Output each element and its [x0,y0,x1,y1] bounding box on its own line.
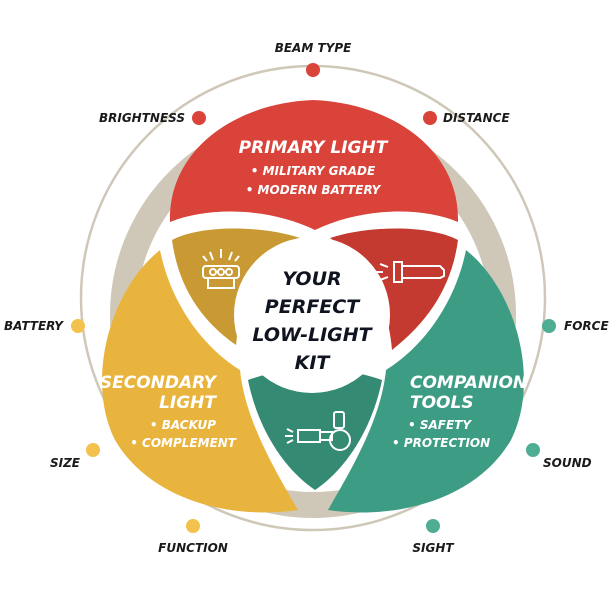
companion-tools-lobe [328,250,524,513]
headlamp-icon [202,249,240,289]
secondary-light-lobe [102,250,298,513]
center-circle [234,237,390,393]
primary-item: • MILITARY GRADE [251,164,376,178]
secondary-item: • COMPLEMENT [130,436,237,450]
factor-sight: SIGHT [412,541,454,555]
factor-size: SIZE [50,456,81,470]
factor-brightness: BRIGHTNESS [99,111,185,125]
primary-light-lobe [169,100,459,230]
factor-sound: SOUND [543,456,592,470]
factor-battery: BATTERY [4,319,64,333]
factor-force: FORCE [564,319,609,333]
primary-title: PRIMARY LIGHT [239,138,389,158]
companion-item: • PROTECTION [392,436,490,450]
primary-item: • MODERN BATTERY [246,183,382,197]
factor-function: FUNCTION [158,541,228,555]
flashlight-icon [375,261,445,283]
factor-distance: DISTANCE [443,111,510,125]
tool-flashlight-icon [285,411,351,451]
factor-beam-type: BEAM TYPE [275,41,352,55]
factor-dots [71,63,556,533]
secondary-item: • BACKUP [150,418,216,432]
companion-item: • SAFETY [408,418,472,432]
